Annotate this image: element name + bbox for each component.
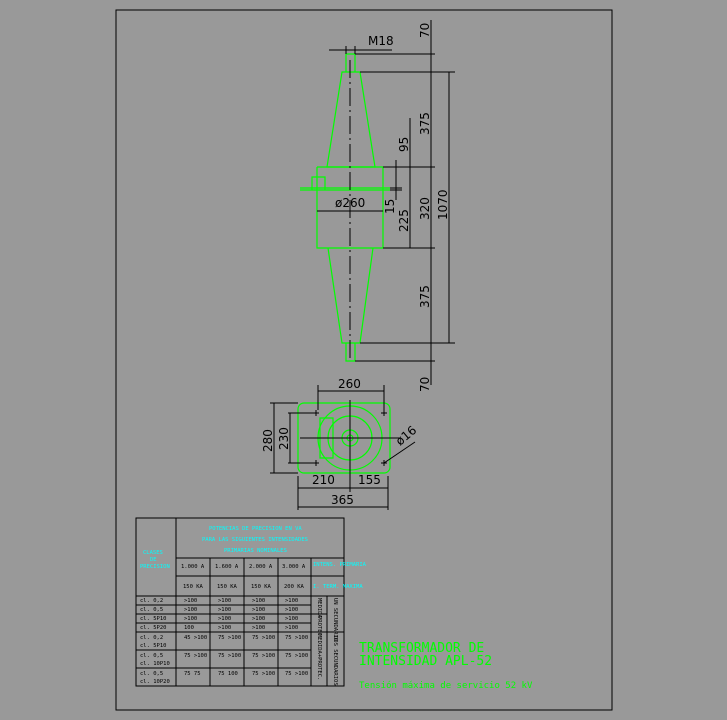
dim-upper-cone: 375 [418, 112, 432, 135]
dim-155: 155 [358, 473, 381, 487]
thermal-3: 200 KA [284, 584, 305, 590]
terminal-box [311, 176, 326, 190]
row-class: cl. 5P10 [140, 616, 167, 622]
thermal-1: 150 KA [217, 584, 238, 590]
terminal-box-top [319, 417, 334, 459]
dim-365: 365 [331, 493, 354, 507]
row-class: cl. 0,2 [140, 598, 163, 604]
header-power-3: PRIMARIAS NOMINALES [224, 548, 287, 554]
label-medida: MEDIDA [316, 598, 322, 619]
dim-210: 210 [312, 473, 335, 487]
title-block: TRANSFORMADOR DE INTENSIDAD APL-52 Tensi… [359, 641, 533, 691]
row-value: >100 [285, 598, 298, 604]
label-medida-protec: MEDIDA+PROTEC. [316, 634, 322, 680]
row-value: >100 [184, 598, 197, 604]
row-value: >100 [218, 625, 231, 631]
dim-320: 320 [418, 197, 432, 220]
mounting-plate [300, 187, 390, 191]
row-value: 75 >100 [285, 653, 308, 659]
dim-280: 280 [261, 429, 275, 452]
current-2: 2.000 A [249, 564, 273, 570]
bottom-stud [345, 343, 356, 362]
row-value: >100 [184, 607, 197, 613]
row-value: 75 75 [184, 671, 201, 677]
row-value: 45 >100 [184, 635, 207, 641]
dim-95: 95 [397, 137, 411, 152]
row-value: 75 >100 [285, 671, 308, 677]
row-value: 75 >100 [184, 653, 207, 659]
row-value: 75 >100 [218, 653, 241, 659]
row-class: cl. 5P10 [140, 643, 167, 649]
front-view [300, 53, 390, 362]
row-class: cl. 0,5 [140, 671, 163, 677]
dim-1070: 1070 [436, 189, 450, 220]
row-class: cl. 0,5 [140, 607, 163, 613]
row-value: 75 >100 [218, 635, 241, 641]
term-label: I. TERM. MAXIMA [313, 584, 363, 590]
dim-230: 230 [277, 427, 291, 450]
label-protec: PROTEC. [316, 616, 322, 639]
base-dimensions: 260 280 230 ø16 210 155 365 [261, 377, 419, 510]
row-value: 75 >100 [252, 653, 275, 659]
header-class-1: CLASES [143, 550, 163, 556]
row-value: >100 [218, 598, 231, 604]
row-class: cl. 10P20 [140, 679, 170, 685]
precision-table: CLASES DE CLASES DE PRECISION PRECISION … [135, 517, 367, 687]
label-dos-secundarios: DOS SECUNDARIOS [332, 636, 338, 686]
row-value: >100 [285, 607, 298, 613]
upper-cone [326, 71, 376, 168]
base-view [297, 400, 400, 476]
title-line-1: TRANSFORMADOR DE [359, 641, 484, 656]
dim-hole-spacing: 260 [338, 377, 361, 391]
header-power-1: POTENCIAS DE PRECISION EN VA [209, 526, 302, 532]
row-value: >100 [252, 607, 265, 613]
label-un-secundario: UN SECUNDARIO [332, 598, 338, 641]
intens-label: INTENS. PRIMARIA [313, 562, 367, 568]
row-value: >100 [184, 616, 197, 622]
row-class: cl. 0,2 [140, 635, 163, 641]
header-class-3: PRECISION [140, 564, 170, 570]
lower-cone [327, 247, 374, 344]
current-3: 3.000 A [282, 564, 306, 570]
title-subtitle: Tensión máxima de servicio 52 kV [359, 680, 533, 691]
row-class: cl. 0,5 [140, 653, 163, 659]
thermal-0: 150 KA [183, 584, 204, 590]
row-value: 75 >100 [252, 635, 275, 641]
front-dimensions: M18 70 375 95 320 1070 15 225 ø260 375 7… [317, 20, 455, 392]
row-value: 75 >100 [252, 671, 275, 677]
row-value: 100 [184, 625, 194, 631]
current-1: 1.600 A [215, 564, 239, 570]
thermal-2: 150 KA [251, 584, 272, 590]
header-class-2: DE [150, 557, 157, 563]
sheet-frame [115, 9, 613, 711]
row-value: 75 100 [218, 671, 238, 677]
row-class: cl. 5P20 [140, 625, 167, 631]
dim-225: 225 [397, 209, 411, 232]
row-value: >100 [285, 625, 298, 631]
title-line-2: INTENSIDAD APL-52 [359, 654, 492, 669]
header-power-2: PARA LAS SIGUIENTES INTENSIDADES [202, 537, 308, 543]
row-value: >100 [252, 598, 265, 604]
row-value: >100 [285, 616, 298, 622]
dim-hole-diameter: ø16 [393, 423, 419, 448]
dim-thread: M18 [368, 34, 394, 48]
dim-bottom-stud: 70 [418, 377, 432, 392]
row-value: 75 >100 [285, 635, 308, 641]
row-value: >100 [218, 616, 231, 622]
row-value: >100 [252, 616, 265, 622]
row-class: cl. 10P10 [140, 661, 170, 667]
dim-diameter: ø260 [335, 196, 365, 210]
dim-15: 15 [383, 199, 397, 214]
dim-lower-cone: 375 [418, 285, 432, 308]
row-value: >100 [252, 625, 265, 631]
top-stud [345, 53, 356, 72]
current-0: 1.000 A [181, 564, 205, 570]
dim-top-stud: 70 [418, 23, 432, 38]
row-value: >100 [218, 607, 231, 613]
body [316, 190, 384, 249]
